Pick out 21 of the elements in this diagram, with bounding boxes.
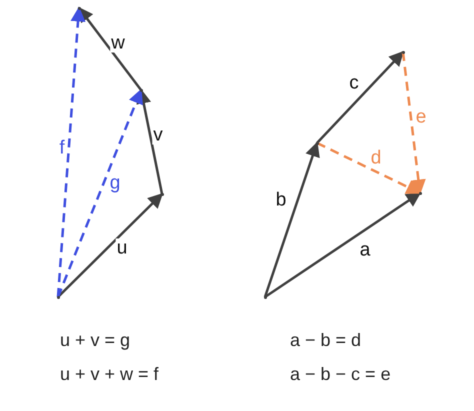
vertex-point (140, 88, 142, 92)
vector-arrow (78, 6, 142, 91)
vector-arrow (57, 192, 164, 298)
vector-arrow (264, 192, 422, 298)
equation: u + v = g (60, 330, 130, 351)
vector-arrow (316, 50, 404, 144)
equation: a − b − c = e (290, 364, 391, 385)
vertex-point (316, 142, 318, 144)
vector-arrow (264, 142, 320, 298)
vertex-point (78, 6, 80, 10)
equation: a − b = d (290, 330, 362, 351)
vector-arrow (56, 88, 143, 298)
vector-arrow (56, 6, 86, 298)
vertex-point (264, 296, 266, 298)
equation: u + v + w = f (60, 364, 159, 385)
vertex-point (160, 192, 164, 196)
vertex-point (402, 50, 404, 54)
vector-arrow (316, 142, 422, 194)
vertex-point (418, 192, 422, 194)
vertex-point (56, 296, 60, 298)
vector-arrow (402, 52, 426, 194)
